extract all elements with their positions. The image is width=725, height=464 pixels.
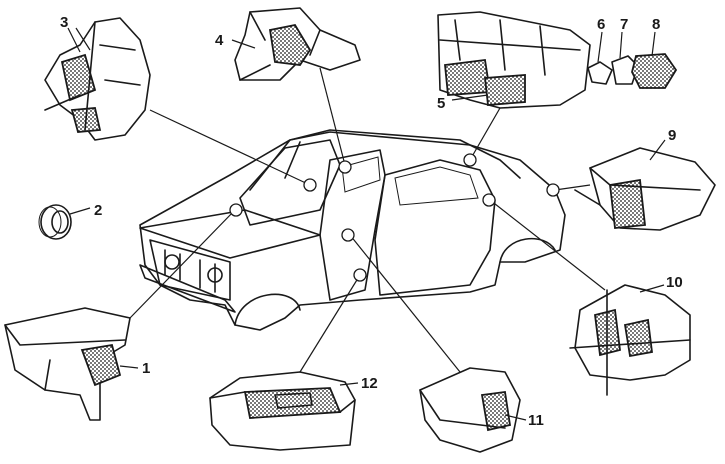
- callout-8: 8: [652, 16, 660, 33]
- callout-2: 2: [94, 202, 102, 219]
- car-front-bumper: [139, 264, 236, 313]
- leader-lines: [67, 27, 666, 421]
- detail-12-section: [209, 371, 356, 451]
- car-body: [139, 129, 566, 331]
- leader-12-label: [339, 382, 359, 386]
- marker-12: [353, 268, 367, 282]
- callout-10: 10: [666, 274, 683, 291]
- location-markers: [229, 153, 560, 282]
- car-front-wheel-arch: [234, 293, 301, 326]
- detail-3-section: [44, 17, 151, 141]
- car-roof: [249, 129, 521, 191]
- detail-10-section: [569, 284, 691, 396]
- detail-1-section: [4, 307, 131, 421]
- marker-5: [463, 153, 477, 167]
- callout-labels: 1 2 3 4 5 6 7 8 9 10 11 12: [60, 14, 683, 429]
- leader-1: [129, 209, 236, 319]
- detail-9-section: [574, 147, 716, 231]
- car-headlight-right: [207, 267, 223, 283]
- leader-4: [319, 67, 346, 166]
- leader-3: [149, 109, 311, 186]
- leader-11-label: [504, 414, 527, 421]
- marker-9: [546, 183, 560, 197]
- leader-11: [349, 234, 461, 373]
- callout-12: 12: [361, 375, 378, 392]
- marker-11: [341, 228, 355, 242]
- callout-11: 11: [528, 412, 544, 429]
- callout-7: 7: [620, 16, 628, 33]
- car-hood: [139, 209, 321, 259]
- marker-3: [303, 178, 317, 192]
- leader-12: [299, 274, 361, 373]
- leader-9: [554, 184, 591, 191]
- leader-9-label: [649, 139, 666, 161]
- callout-1: 1: [142, 360, 150, 377]
- car-windshield: [239, 139, 341, 226]
- callout-9: 9: [668, 127, 676, 144]
- car-windows: [341, 156, 479, 206]
- marker-1: [229, 203, 243, 217]
- leader-2: [69, 207, 91, 215]
- leader-678-label: [597, 31, 656, 63]
- callout-6: 6: [597, 16, 605, 33]
- car-front-door: [319, 149, 386, 301]
- leader-10: [489, 199, 606, 291]
- car-headlight-left: [164, 254, 180, 270]
- leader-5-label: [451, 94, 489, 101]
- callout-3: 3: [60, 14, 68, 31]
- leader-5: [469, 107, 501, 161]
- callout-5: 5: [437, 95, 445, 112]
- details-6-7-8-clips: [587, 53, 678, 89]
- leader-3-label: [67, 27, 91, 53]
- leader-4-label: [231, 39, 256, 49]
- car-rear-wheel-arch: [499, 237, 556, 263]
- marker-4: [338, 160, 352, 174]
- car-front-grille: [149, 239, 231, 301]
- detail-2-grommet: [38, 204, 72, 240]
- callout-4: 4: [215, 32, 224, 49]
- detail-11-section: [419, 367, 521, 453]
- leader-1-label: [119, 365, 139, 369]
- car-rear-door: [374, 159, 496, 296]
- marker-10: [482, 193, 496, 207]
- detail-4-section: [234, 7, 361, 81]
- leader-10-label: [639, 284, 665, 293]
- detail-5-section: [437, 11, 591, 109]
